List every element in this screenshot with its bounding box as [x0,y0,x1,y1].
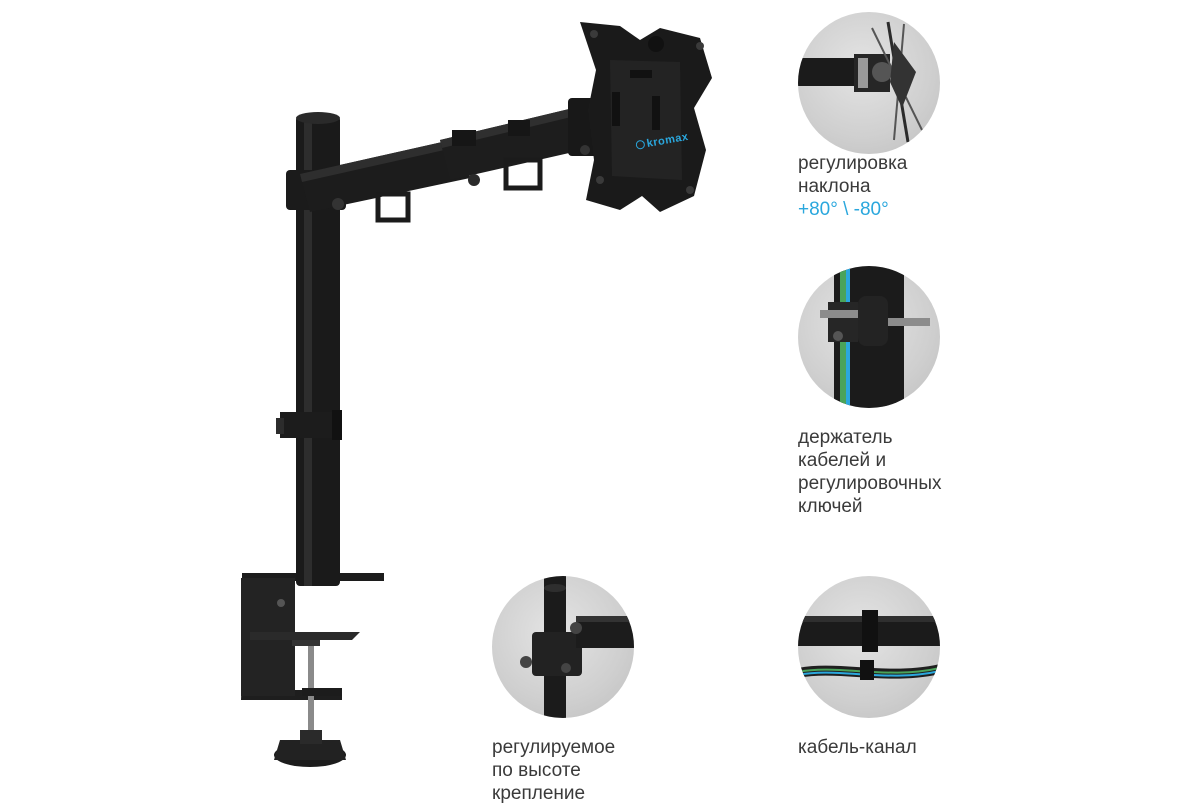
height-detail-image [492,576,634,718]
vertical-pole [276,112,342,586]
cable-holder-caption-line-2: кабелей и [798,450,887,471]
tilt-caption-line-2: наклона [798,176,871,197]
cable-holder-detail-image [798,266,940,408]
tilt-detail-image [798,12,940,154]
brand-logo-icon [635,139,646,150]
height-caption-line-1: регулируемое [492,737,616,758]
cable-holder-caption-line-1: держатель [798,427,893,448]
cable-channel-detail-image [798,576,940,718]
articulated-arm [286,98,608,223]
height-caption-line-3: крепление [492,783,586,804]
cable-holder-caption-line-3: регулировочных [798,473,942,494]
height-caption-line-2: по высоте [492,760,581,781]
tilt-caption-line-1: регулировка [798,153,908,174]
cable-holder-caption-line-4: ключей [798,496,863,517]
desk-clamp [241,573,384,767]
cable-channel-caption-line-1: кабель-канал [798,737,917,758]
tilt-caption: регулировка наклона +80° \ -80° [798,152,907,221]
cable-holder-caption: держатель кабелей и регулировочных ключе… [798,426,942,518]
cable-channel-caption: кабель-канал [798,736,917,759]
vesa-plate [580,22,712,212]
tilt-range: +80° \ -80° [798,199,889,220]
height-caption: регулируемое по высоте крепление [492,736,615,805]
